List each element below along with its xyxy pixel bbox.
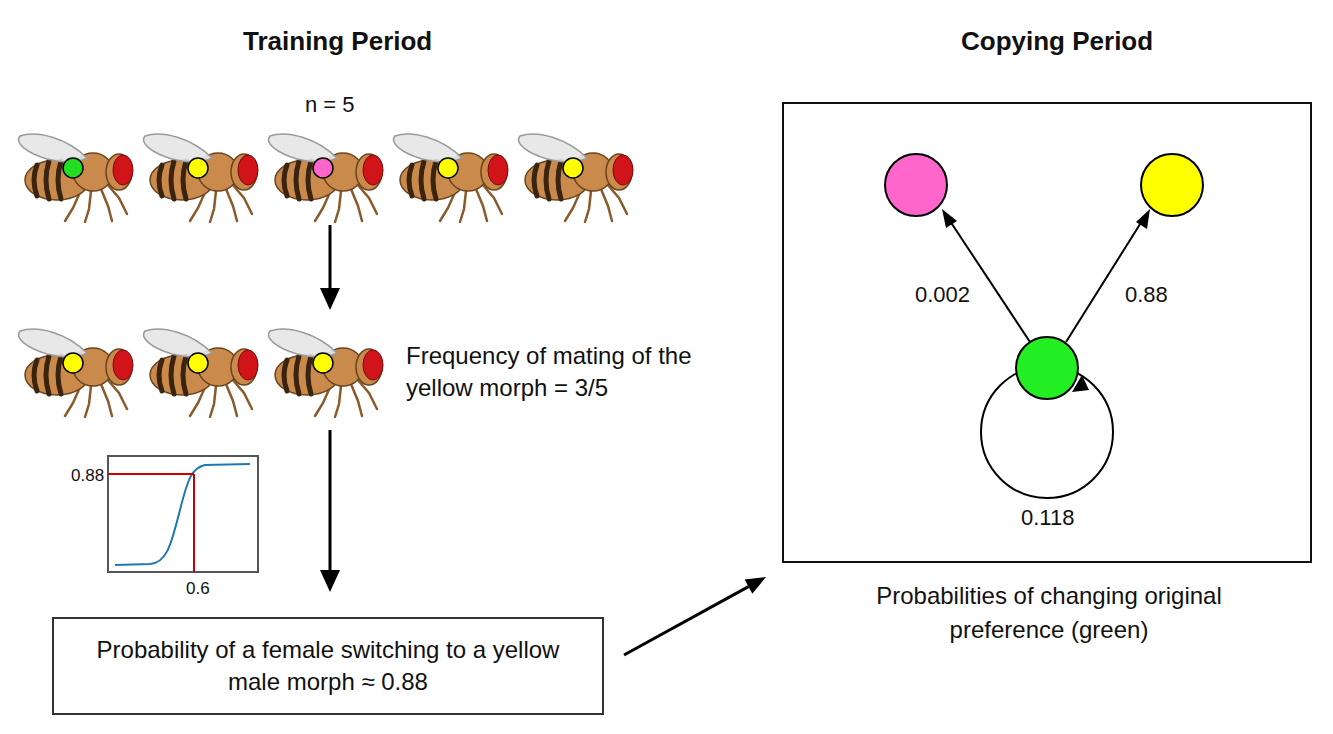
fly-row-mated bbox=[19, 329, 383, 417]
edge-probability: 0.88 bbox=[1125, 280, 1168, 310]
result-box: Probability of a female switching to a y… bbox=[52, 617, 604, 715]
edge-probability: 0.002 bbox=[915, 280, 970, 310]
section-heading: Training Period bbox=[243, 24, 432, 59]
sigmoid-chart bbox=[108, 456, 258, 572]
copying-panel: Probabilities of changing original prefe… bbox=[782, 102, 1312, 563]
fly-row-training bbox=[19, 134, 633, 222]
edge-probability: 0.118 bbox=[1021, 503, 1074, 533]
section-heading: Copying Period bbox=[961, 24, 1153, 59]
frequency-note: Frequency of mating of the yellow morph … bbox=[406, 340, 696, 405]
connector-arrow bbox=[624, 577, 766, 655]
sample-size: n = 5 bbox=[305, 90, 355, 120]
panel-caption: Probabilities of changing original prefe… bbox=[864, 579, 1234, 646]
box-text: Probability of a female switching to a y… bbox=[94, 634, 562, 699]
transition-graph bbox=[885, 154, 1203, 498]
axis-value: 0.88 bbox=[71, 465, 104, 488]
down-arrow bbox=[320, 225, 340, 592]
axis-value: 0.6 bbox=[186, 578, 210, 601]
